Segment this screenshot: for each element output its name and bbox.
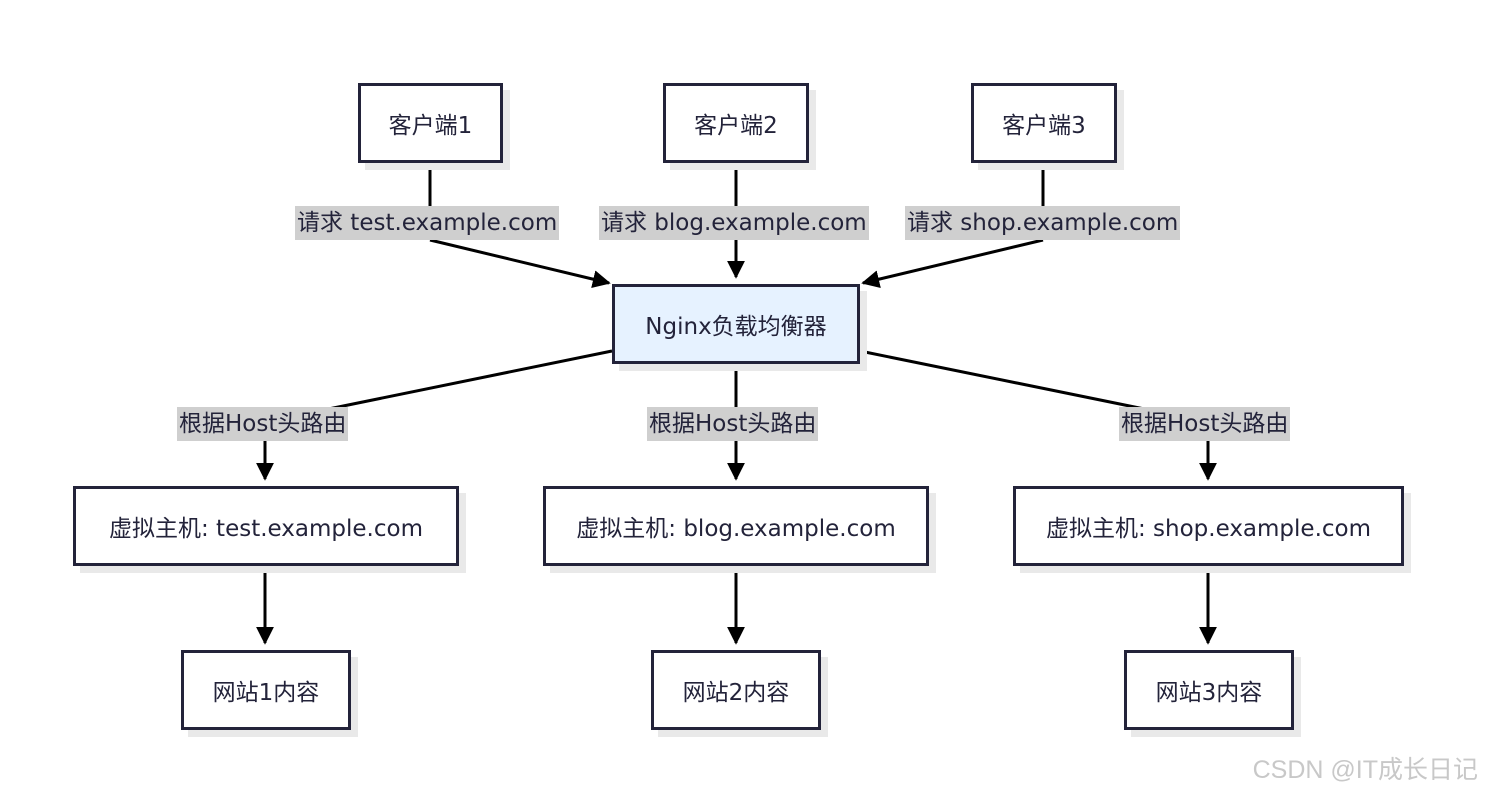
edge-label-request-1: 请求 test.example.com [295,206,560,240]
virtual-host-label: 虚拟主机: shop.example.com [1045,516,1372,542]
edge-label-request-3: 请求 shop.example.com [905,206,1181,240]
site-node-3: 网站3内容 [1124,650,1294,730]
site-label: 网站3内容 [1155,680,1263,706]
site-label: 网站1内容 [212,680,320,706]
virtual-host-node-2: 虚拟主机: blog.example.com [543,486,929,566]
edge-label-route-1: 根据Host头路由 [177,407,349,441]
edge-label-request-2: 请求 blog.example.com [599,206,869,240]
load-balancer-label: Nginx负载均衡器 [645,314,827,340]
virtual-host-label: 虚拟主机: test.example.com [109,516,423,542]
load-balancer-node: Nginx负载均衡器 [612,284,860,364]
edge-label-route-3: 根据Host头路由 [1119,407,1291,441]
virtual-host-node-3: 虚拟主机: shop.example.com [1013,486,1404,566]
client-label: 客户端2 [694,113,778,139]
edge-client1-lb-arrow [429,238,611,288]
virtual-host-label: 虚拟主机: blog.example.com [576,516,896,542]
site-label: 网站2内容 [682,680,790,706]
edge-label-route-2: 根据Host头路由 [647,407,819,441]
client-node-2: 客户端2 [663,83,809,163]
watermark: CSDN @IT成长日记 [1252,756,1478,784]
client-label: 客户端3 [1002,113,1086,139]
edge-client3-lb-arrow [861,238,1044,288]
client-node-3: 客户端3 [971,83,1117,163]
client-label: 客户端1 [388,113,473,139]
virtual-host-node-1: 虚拟主机: test.example.com [73,486,459,566]
site-node-2: 网站2内容 [651,650,821,730]
site-node-1: 网站1内容 [181,650,351,730]
client-node-1: 客户端1 [358,83,503,163]
